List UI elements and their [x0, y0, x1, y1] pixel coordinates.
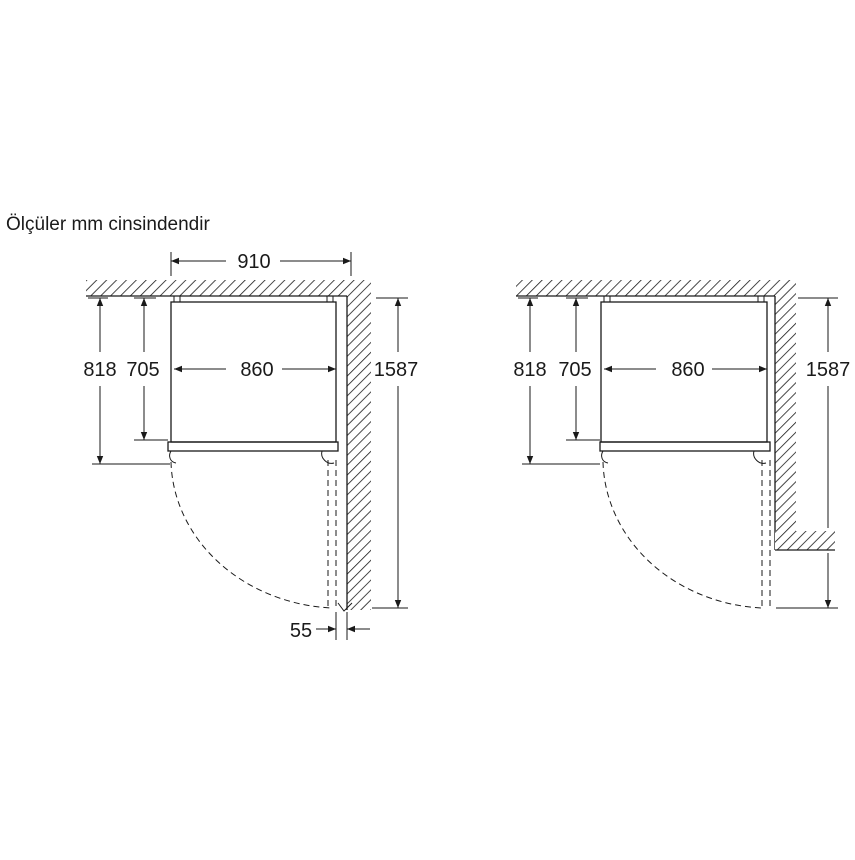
left-height-818: 818	[83, 359, 116, 381]
left-top-wall	[86, 280, 362, 296]
left-width-860: 860	[240, 359, 273, 381]
units-caption: Ölçüler mm cinsindendir	[6, 214, 210, 235]
right-right-wall	[775, 280, 796, 550]
left-width-910: 910	[237, 251, 270, 273]
right-width-860: 860	[671, 359, 704, 381]
right-height-818: 818	[513, 359, 546, 381]
left-height-1587: 1587	[374, 359, 419, 381]
right-plan: 818 705 860 1587	[513, 280, 851, 609]
left-depth-705: 705	[126, 359, 159, 381]
left-door-swing	[170, 461, 333, 609]
left-gap-55: 55	[290, 620, 312, 642]
right-return-wall	[775, 531, 835, 550]
left-plan: 910 818 705 860 1587 55	[83, 251, 418, 642]
right-door-swing	[602, 461, 763, 609]
right-top-wall	[516, 280, 792, 296]
left-door-panel	[167, 441, 339, 452]
right-depth-705: 705	[558, 359, 591, 381]
right-door-panel	[599, 441, 771, 452]
left-right-wall	[347, 280, 371, 610]
right-height-1587: 1587	[806, 359, 851, 381]
